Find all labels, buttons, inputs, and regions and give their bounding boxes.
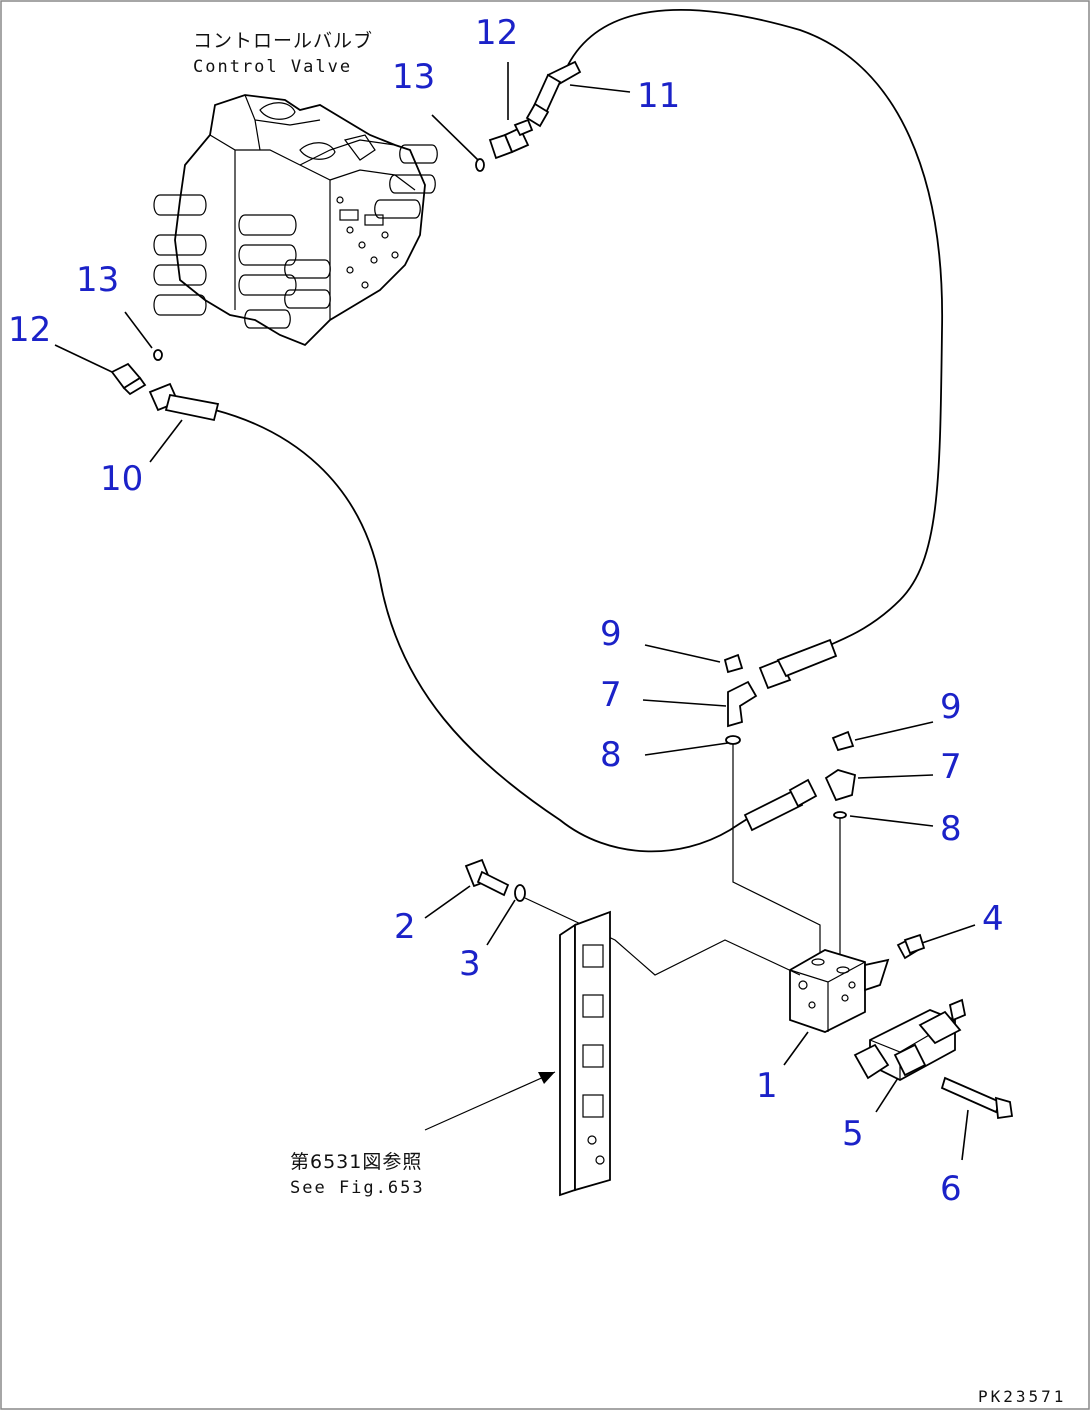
hose-end-left <box>743 778 818 832</box>
callout-13-left: 13 <box>76 260 119 300</box>
callout-10: 10 <box>100 459 143 499</box>
callout-8-left: 8 <box>600 735 622 775</box>
o-ring-8-right <box>833 811 847 819</box>
control-valve-label-jp: コントロールバルブ <box>193 29 373 52</box>
adapter-12-left <box>110 362 147 396</box>
o-ring-8-left <box>725 735 741 745</box>
plug-9-right <box>831 730 855 752</box>
plug-9-left <box>723 653 744 674</box>
callout-7-right: 7 <box>940 747 962 787</box>
callout-7-left: 7 <box>600 675 622 715</box>
callout-4: 4 <box>982 899 1004 939</box>
o-ring-13-top <box>475 158 485 172</box>
control-valve <box>153 94 438 347</box>
see-fig-arrow <box>424 1071 556 1131</box>
adapter-12-top <box>488 118 534 160</box>
elbow-7-left <box>727 680 758 728</box>
valve-block-1 <box>789 949 890 1033</box>
callout-11: 11 <box>637 76 680 116</box>
callout-5: 5 <box>842 1114 864 1154</box>
callout-9-right: 9 <box>940 687 962 727</box>
bolt-6 <box>940 1076 1014 1120</box>
drawing-code: PK23571 <box>978 1387 1066 1406</box>
bracket-plate <box>559 910 611 1197</box>
hose-end-10 <box>148 382 220 422</box>
arrow-head-icon <box>538 1072 555 1084</box>
callout-8-right: 8 <box>940 809 962 849</box>
callout-9-left: 9 <box>600 614 622 654</box>
solenoid-valve-5 <box>853 998 967 1082</box>
o-ring-13-left <box>153 349 163 361</box>
callout-12-left: 12 <box>8 310 51 350</box>
elbow-7-right <box>824 769 857 802</box>
washer-3 <box>514 884 526 902</box>
hose-10 <box>214 409 791 853</box>
callout-12-top: 12 <box>475 13 518 53</box>
see-fig-label-jp: 第6531図参照 <box>290 1151 422 1173</box>
callout-13-top: 13 <box>392 57 435 97</box>
control-valve-label-en: Control Valve <box>193 57 352 77</box>
callout-6: 6 <box>940 1169 962 1209</box>
hose-end-11 <box>525 60 582 128</box>
callout-2: 2 <box>394 907 416 947</box>
leader-lines <box>54 62 976 1161</box>
see-fig-label-en: See Fig.653 <box>290 1178 425 1198</box>
callout-3: 3 <box>459 944 481 984</box>
bolt-2 <box>464 858 510 897</box>
callout-1: 1 <box>756 1066 778 1106</box>
plug-4 <box>896 933 926 960</box>
hose-11 <box>567 9 943 646</box>
hose-end-right <box>758 638 838 690</box>
